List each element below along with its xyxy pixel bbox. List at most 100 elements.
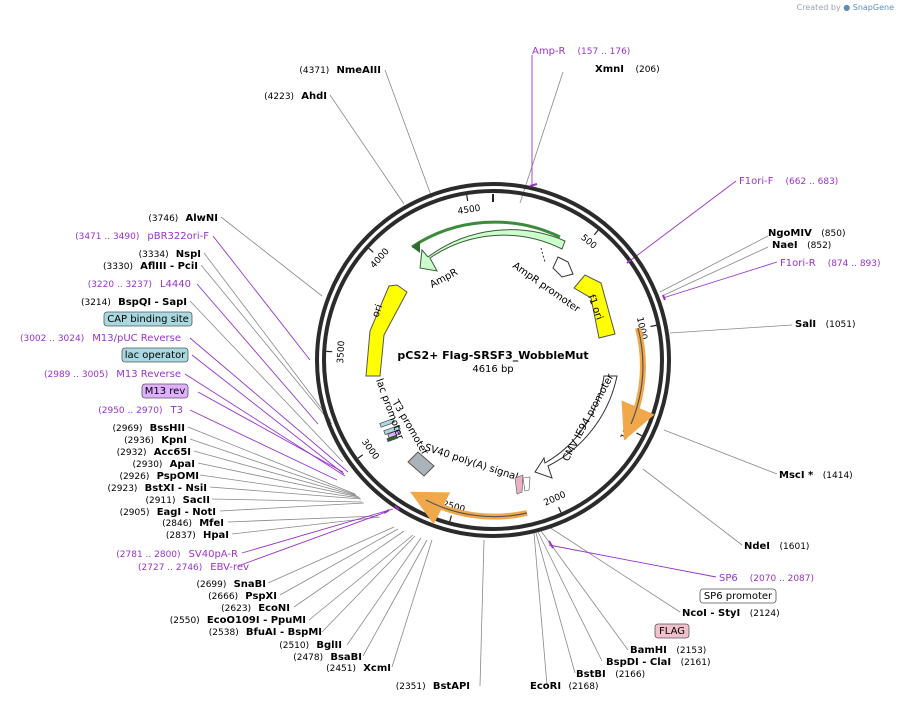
svg-text:(2510) BglII: (2510) BglII bbox=[279, 640, 342, 651]
enzyme-pos: (2451) bbox=[326, 664, 356, 674]
box-m13-rev[interactable]: M13 rev bbox=[141, 383, 189, 399]
enzyme-pos: (2911) bbox=[146, 496, 176, 506]
orange-arrow-lower[interactable] bbox=[410, 491, 528, 525]
tick-label: 500 bbox=[579, 233, 599, 252]
feature-label-ampr-promoter: AmpR promoter bbox=[510, 260, 582, 315]
primer-range: (157 .. 176) bbox=[578, 47, 631, 57]
svg-text:(2781 .. 2800)SV40pA-R: (2781 .. 2800)SV40pA-R bbox=[116, 549, 238, 560]
primer-name: Amp-R bbox=[532, 46, 566, 57]
box-sp6-promoter[interactable]: SP6 promoter bbox=[699, 588, 777, 604]
enzyme-name: MfeI bbox=[199, 518, 224, 529]
tick-label: 3000 bbox=[359, 438, 381, 463]
enzyme-name: BssHII bbox=[150, 423, 185, 434]
box-label: M13 rev bbox=[145, 386, 186, 397]
svg-text:(2923) BstXI - NsiI: (2923) BstXI - NsiI bbox=[108, 483, 208, 494]
enzyme-name: EagI - NotI bbox=[157, 507, 216, 518]
box-cap-binding-site[interactable]: CAP binding site bbox=[103, 311, 193, 327]
svg-text:(2666) PspXI: (2666) PspXI bbox=[208, 591, 277, 602]
tick-mark bbox=[636, 432, 643, 437]
primer-name: L4440 bbox=[160, 279, 191, 290]
tick-label: 4000 bbox=[369, 247, 392, 271]
enzyme-pos: (3214) bbox=[81, 298, 111, 308]
enzyme-name: BglII bbox=[316, 640, 342, 651]
enzyme-pos: (2124) bbox=[750, 609, 780, 619]
box-label: lac operator bbox=[125, 350, 186, 361]
feature-label-ori: ori bbox=[370, 303, 385, 319]
enzyme-name: NmeAIII bbox=[337, 65, 381, 76]
enzyme-name: EcoO109I - PpuMI bbox=[207, 615, 306, 626]
enzyme-pos: (2510) bbox=[279, 641, 309, 651]
primer-marker-f1ori-f bbox=[626, 259, 632, 264]
enzyme-pos: (2969) bbox=[113, 424, 143, 434]
enzyme-name: BstXI - NsiI bbox=[145, 483, 207, 494]
f1-ori-feature[interactable] bbox=[573, 274, 616, 339]
svg-text:Amp-R(157 .. 176): Amp-R (157 .. 176) bbox=[532, 46, 630, 57]
primer-leader-lines bbox=[184, 55, 778, 578]
svg-text:(2846) MfeI: (2846) MfeI bbox=[162, 518, 224, 529]
plasmid-length: 4616 bp bbox=[472, 364, 513, 375]
tick-mark bbox=[357, 454, 364, 459]
feature-label-sv40-polya: SV40 poly(A) signal bbox=[423, 442, 519, 483]
ampr-promoter-feature[interactable] bbox=[552, 256, 574, 278]
svg-text:MscI * (1414): MscI * (1414) bbox=[779, 470, 853, 481]
enzyme-pos: (1601) bbox=[780, 542, 810, 552]
svg-text:(2969) BssHII: (2969) BssHII bbox=[113, 423, 185, 434]
backbone-inner bbox=[322, 189, 664, 531]
svg-text:(3214) BspQI - SapI: (3214) BspQI - SapI bbox=[81, 297, 187, 308]
box-flag[interactable]: FLAG bbox=[654, 623, 690, 639]
svg-text:(2932) Acc65I: (2932) Acc65I bbox=[117, 447, 191, 458]
tick-mark bbox=[449, 515, 452, 522]
primer-labels: Amp-R(157 .. 176) F1ori-F(662 .. 683) F1… bbox=[532, 46, 881, 584]
enzyme-name: NcoI - StyI bbox=[682, 608, 740, 619]
backbone-outer bbox=[315, 182, 671, 538]
svg-text:(2930) ApaI: (2930) ApaI bbox=[133, 459, 196, 470]
primer-marker-sp6 bbox=[548, 540, 554, 549]
enzyme-pos: (2623) bbox=[221, 604, 251, 614]
svg-text:BamHI (2153): BamHI (2153) bbox=[630, 645, 706, 656]
enzyme-name: EcoNI bbox=[258, 603, 290, 614]
primer-range: (2989 .. 3005) bbox=[44, 370, 108, 380]
tick-label: 3500 bbox=[336, 340, 347, 364]
primer-name: M13/pUC Reverse bbox=[92, 333, 181, 344]
svg-text:(2926) PspOMI: (2926) PspOMI bbox=[119, 471, 199, 482]
sv40-polya-feature[interactable] bbox=[407, 451, 435, 477]
tick-mark bbox=[368, 247, 374, 253]
enzyme-pos: (3746) bbox=[148, 214, 178, 224]
enzyme-name: NgoMIV bbox=[768, 228, 812, 239]
enzyme-name: NspI bbox=[176, 249, 201, 260]
enzyme-name: XmnI bbox=[595, 64, 624, 75]
snapgene-logo-icon: ● bbox=[843, 3, 851, 12]
enzyme-name: BamHI bbox=[630, 645, 667, 656]
ampr-feature[interactable] bbox=[411, 220, 566, 272]
enzyme-name: HpaI bbox=[203, 530, 229, 541]
box-lac-operator[interactable]: lac operator bbox=[121, 347, 189, 363]
flag-marks[interactable] bbox=[514, 474, 531, 495]
primer-range: (2070 .. 2087) bbox=[750, 574, 814, 584]
svg-text:(2550) EcoO109I - PpuMI: (2550) EcoO109I - PpuMI bbox=[170, 615, 306, 626]
cmv-promoter-feature[interactable] bbox=[534, 375, 618, 479]
boxed-labels: SP6 promoter FLAG M13 rev lac operator C… bbox=[103, 311, 777, 639]
svg-text:BspDI - ClaI (2161): BspDI - ClaI (2161) bbox=[606, 657, 711, 668]
enzyme-name: PspXI bbox=[245, 591, 277, 602]
box-label: FLAG bbox=[659, 626, 685, 637]
primer-marker-ebv-rev bbox=[383, 509, 390, 514]
enzyme-pos: (2161) bbox=[681, 658, 711, 668]
svg-text:(2478) BsaBI: (2478) BsaBI bbox=[293, 652, 362, 663]
svg-text:(2351) BstAPI: (2351) BstAPI bbox=[396, 681, 470, 692]
lac-cluster-features[interactable] bbox=[379, 418, 401, 442]
enzyme-pos: (2351) bbox=[396, 682, 426, 692]
primer-range: (2781 .. 2800) bbox=[116, 550, 180, 560]
enzyme-pos: (2837) bbox=[166, 531, 196, 541]
svg-text:(2911) SacII: (2911) SacII bbox=[146, 495, 210, 506]
svg-text:NcoI - StyI (2124): NcoI - StyI (2124) bbox=[682, 608, 780, 619]
enzyme-pos: (1051) bbox=[826, 320, 856, 330]
svg-text:(2727 .. 2746)EBV-rev: (2727 .. 2746)EBV-rev bbox=[138, 562, 249, 573]
orange-arrow-cds-core bbox=[630, 327, 644, 425]
primer-marker-sv40pa-r bbox=[394, 505, 400, 511]
svg-text:(3746) AlwNI: (3746) AlwNI bbox=[148, 213, 218, 224]
tick-label: 4500 bbox=[457, 204, 481, 218]
enzyme-name: SacII bbox=[183, 495, 210, 506]
ori-feature[interactable] bbox=[365, 284, 408, 377]
enzyme-name: SnaBI bbox=[234, 579, 266, 590]
